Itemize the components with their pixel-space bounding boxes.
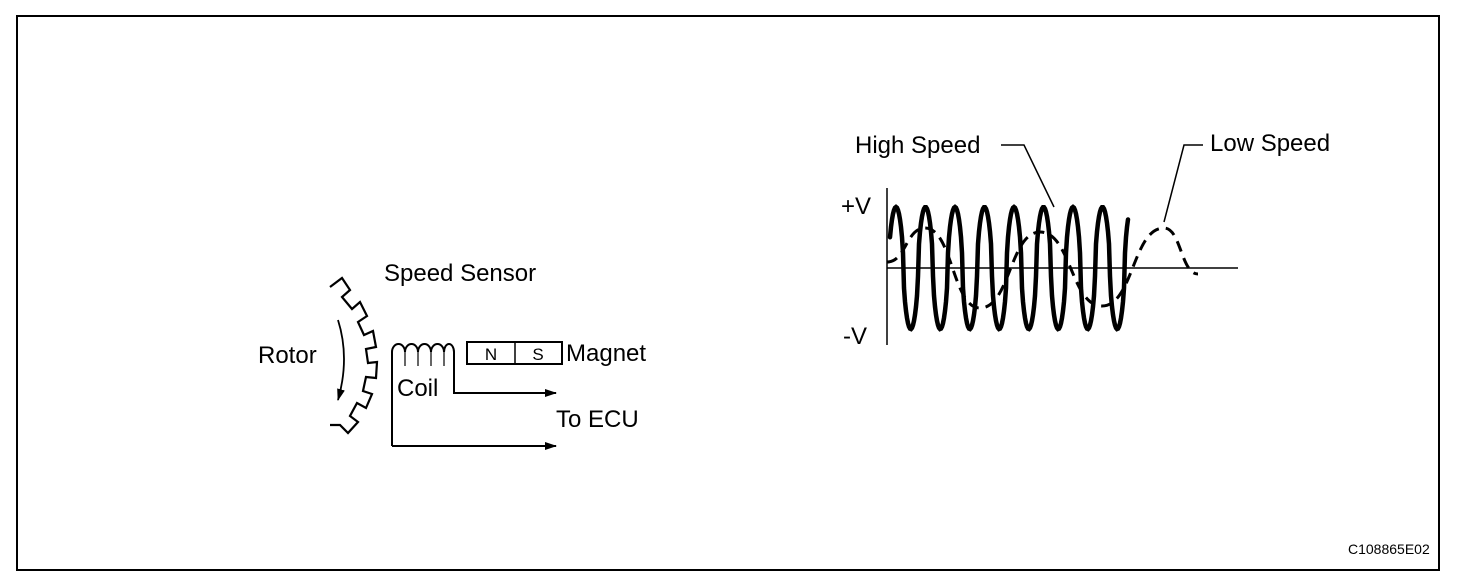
speed-sensor-label: Speed Sensor — [384, 260, 536, 287]
low-speed-label: Low Speed — [1210, 130, 1330, 157]
minus-v-label: -V — [843, 323, 867, 350]
rotor-label: Rotor — [258, 342, 317, 369]
magnet-north-label: N — [485, 345, 497, 364]
to-ecu-label: To ECU — [556, 406, 639, 433]
rotor-direction-arrow — [337, 319, 345, 401]
waveform-diagram: High Speed Low Speed +V -V — [841, 130, 1330, 350]
magnet-label: Magnet — [566, 340, 646, 367]
low-speed-leader — [1163, 144, 1203, 223]
figure-id: C108865E02 — [1348, 541, 1430, 557]
speed-sensor-diagram: Speed Sensor Rotor Coil N S Magnet To EC… — [258, 260, 646, 450]
rotor-teeth — [329, 276, 379, 435]
figure-frame — [16, 15, 1440, 571]
coil-lead-upper — [453, 352, 557, 397]
high-speed-waveform — [887, 204, 1131, 332]
plus-v-label: +V — [841, 193, 871, 220]
high-speed-label: High Speed — [855, 132, 980, 159]
low-speed-waveform — [886, 226, 1199, 310]
high-speed-leader — [1001, 144, 1055, 208]
coil-label: Coil — [397, 375, 438, 402]
coil-winding — [391, 343, 455, 446]
magnet-south-label: S — [532, 345, 543, 364]
